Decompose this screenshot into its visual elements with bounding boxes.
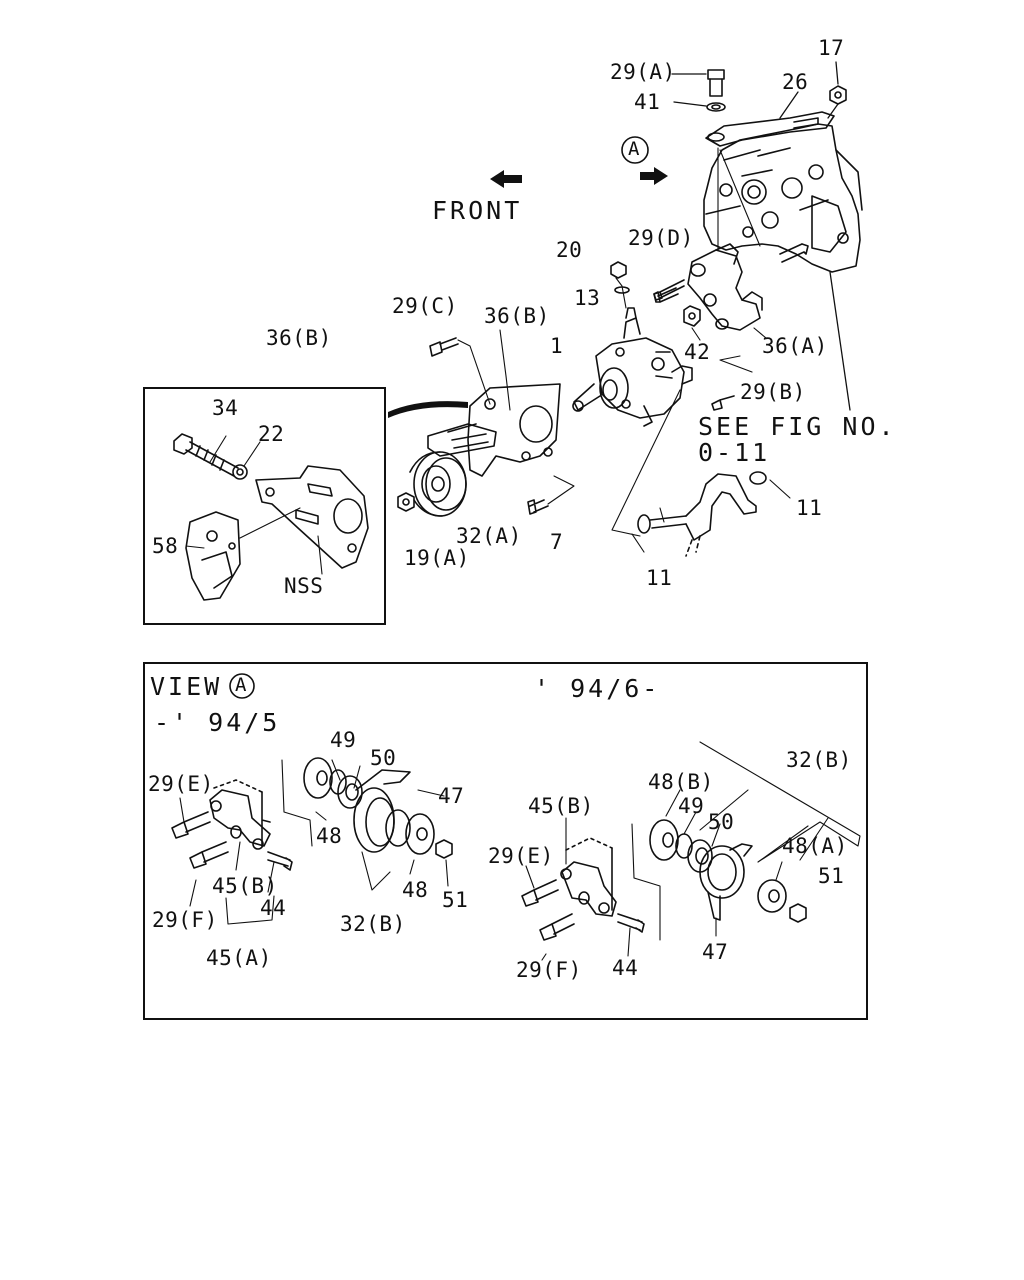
part-label-42: 42 (684, 340, 711, 364)
pump-assembly (572, 307, 693, 427)
period-label-right: ' 94/6- (534, 674, 661, 703)
right-label-29e: 29(E) (488, 844, 554, 868)
right-label-48b: 48(B) (648, 770, 714, 794)
part-label-19a: 19(A) (404, 546, 470, 570)
left-label-45a: 45(A) (206, 946, 272, 970)
view-a-box (143, 662, 868, 1020)
inset-title-36b: 36(B) (266, 326, 332, 350)
see-fig-line-2: 0-11 (698, 438, 771, 467)
part-label-29a: 29(A) (610, 60, 676, 84)
engine-block-outline (703, 123, 863, 273)
part-label-20: 20 (556, 238, 583, 262)
left-label-44: 44 (260, 896, 287, 920)
part-label-29b: 29(B) (740, 380, 806, 404)
view-a-right-parts (521, 741, 861, 961)
see-fig-line-1: SEE FIG NO. (698, 412, 897, 441)
part-label-32a: 32(A) (456, 524, 522, 548)
front-label: FRONT (432, 196, 523, 225)
part-label-34: 34 (212, 396, 239, 420)
part-label-11-bottom: 11 (646, 566, 673, 590)
view-a-marker: A (628, 138, 640, 160)
part-label-13: 13 (574, 286, 601, 310)
direction-arrows (490, 167, 668, 188)
left-label-29e: 29(E) (148, 772, 214, 796)
part-label-36a: 36(A) (762, 334, 828, 358)
left-label-48-lower: 48 (402, 878, 429, 902)
part-label-58: 58 (152, 534, 179, 558)
inset-36b-box (143, 387, 386, 625)
part-label-29d: 29(D) (628, 226, 694, 250)
right-label-45b: 45(B) (528, 794, 594, 818)
part-label-36b: 36(B) (484, 304, 550, 328)
bracket-36b-main (427, 383, 561, 477)
left-label-29f: 29(F) (152, 908, 218, 932)
part-label-29c: 29(C) (392, 294, 458, 318)
right-label-47: 47 (702, 940, 729, 964)
right-label-51: 51 (818, 864, 845, 888)
part-label-22: 22 (258, 422, 285, 446)
left-label-32b: 32(B) (340, 912, 406, 936)
bracket-36a-group (653, 243, 809, 411)
right-label-44: 44 (612, 956, 639, 980)
view-a-title-mark: A (235, 674, 247, 696)
nss-label: NSS (284, 574, 324, 598)
part-label-17: 17 (818, 36, 845, 60)
view-a-title: VIEW (150, 672, 223, 701)
left-label-47: 47 (438, 784, 465, 808)
part-label-7: 7 (550, 530, 564, 554)
view-a-left-parts (171, 757, 453, 925)
right-label-29f: 29(F) (516, 958, 582, 982)
right-label-50: 50 (708, 810, 735, 834)
left-label-48-upper: 48 (316, 824, 343, 848)
right-label-48a: 48(A) (782, 834, 848, 858)
inset-parts (173, 433, 369, 601)
left-label-50: 50 (370, 746, 397, 770)
bracket-26-group (671, 61, 847, 251)
hose-11 (637, 471, 767, 557)
part-label-26: 26 (782, 70, 809, 94)
left-label-51: 51 (442, 888, 469, 912)
part-label-41: 41 (634, 90, 661, 114)
period-label-left: -' 94/5 (154, 708, 281, 737)
left-label-49: 49 (330, 728, 357, 752)
left-label-45b: 45(B) (212, 874, 278, 898)
right-label-49: 49 (678, 794, 705, 818)
pulley-32a (397, 451, 467, 517)
part-label-11-right: 11 (796, 496, 823, 520)
right-label-32b: 32(B) (786, 748, 852, 772)
part-label-1: 1 (550, 334, 564, 358)
